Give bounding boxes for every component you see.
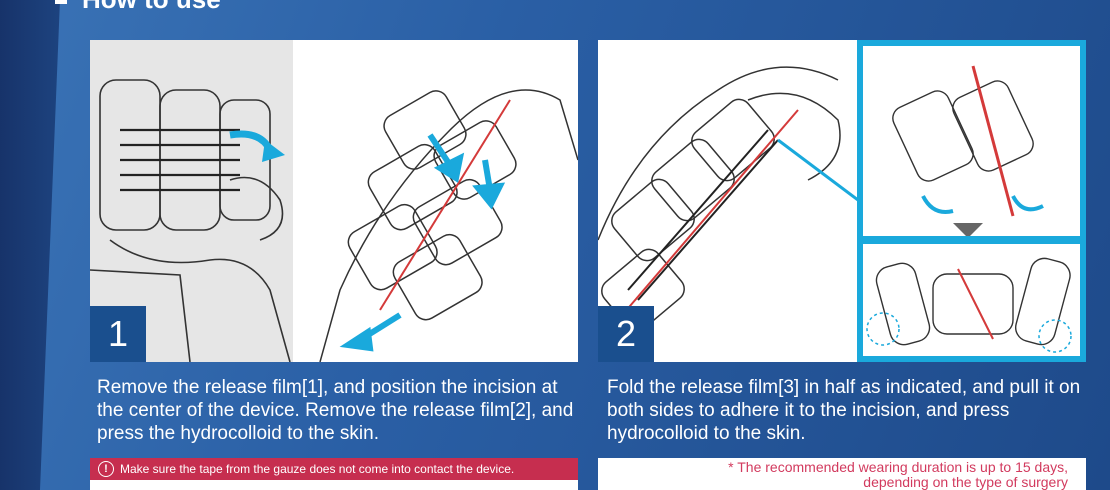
hand-outline-1 — [109, 239, 291, 362]
step-2-illustration: 2 — [598, 40, 1086, 362]
note-area: * The recommended wearing duration is up… — [598, 458, 1086, 490]
page-title: How to use — [82, 0, 221, 12]
warning-text: Make sure the tape from the gauze does n… — [120, 462, 515, 476]
hand-outline-3 — [90, 269, 191, 362]
wearing-duration-note: * The recommended wearing duration is up… — [728, 460, 1068, 490]
warning-banner: ! Make sure the tape from the gauze does… — [90, 458, 578, 480]
incision-line — [379, 99, 511, 311]
step-2-description: Fold the release film[3] in half as indi… — [607, 377, 1081, 444]
step-2-number: 2 — [598, 306, 654, 362]
lower-illustration-area — [90, 480, 578, 490]
exclamation-icon: ! — [98, 461, 114, 477]
note-line-1: * The recommended wearing duration is up… — [728, 459, 1068, 475]
header-marker — [55, 0, 67, 4]
arm-outline — [319, 89, 578, 362]
device-pad-left — [99, 79, 161, 231]
callout-line — [777, 138, 858, 202]
step-1-description: Remove the release film[1], and position… — [97, 377, 574, 444]
step-1-illustration: 1 — [90, 40, 578, 362]
hand-outline — [747, 92, 841, 181]
step-1-drawing — [90, 79, 578, 362]
step-1-number: 1 — [90, 306, 146, 362]
arm-outline — [598, 66, 839, 241]
incision-line — [617, 109, 799, 321]
hand-outline-2 — [229, 176, 284, 241]
step-2-inset-top — [863, 46, 1080, 236]
step-2-drawing — [598, 66, 858, 332]
arrow-peel-head — [262, 140, 285, 162]
step-2-inset-bottom — [863, 244, 1080, 356]
note-line-2: depending on the type of surgery — [863, 474, 1068, 490]
